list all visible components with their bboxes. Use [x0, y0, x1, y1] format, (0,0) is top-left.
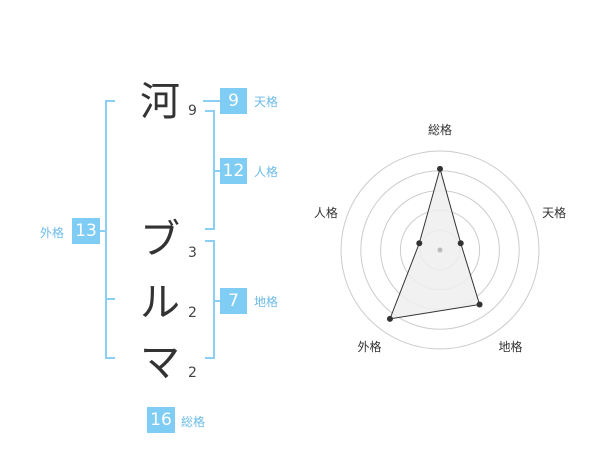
gaikaku-bracket-mid: [105, 298, 115, 300]
radar-point-2: [476, 301, 483, 308]
radar-area: [389, 166, 481, 320]
stroke-count-2: 3: [188, 245, 197, 261]
chikaku-label: 地格: [254, 295, 279, 309]
radar-axis-label-4: 人格: [314, 205, 338, 220]
radar-ring-5: [340, 150, 540, 350]
radar-axis-label-3: 外格: [357, 339, 381, 354]
stroke-count-1: 9: [188, 103, 197, 119]
name-char-1: 河: [140, 79, 180, 125]
jinkaku-value: 12: [220, 158, 247, 184]
radar-point-1: [457, 240, 464, 247]
jinkaku-bracket-top: [205, 110, 215, 112]
chikaku-bracket-vertical: [213, 240, 215, 359]
stroke-count-4: 2: [188, 365, 197, 381]
radar-center: [437, 247, 443, 253]
gaikaku-bracket-connector: [100, 230, 106, 232]
tenkaku-value: 9: [220, 88, 247, 114]
chikaku-bracket-top: [205, 240, 215, 242]
name-char-3: ル: [140, 280, 180, 326]
chikaku-value: 7: [220, 288, 247, 314]
radar-axis-label-0: 総格: [428, 122, 452, 137]
jinkaku-connector: [213, 170, 221, 172]
tenkaku-label: 天格: [254, 95, 279, 109]
chikaku-connector: [213, 300, 221, 302]
chikaku-bracket-bottom: [205, 357, 215, 359]
tenkaku-connector: [203, 100, 220, 102]
name-char-4: マ: [140, 340, 180, 386]
name-char-2: ブ: [140, 217, 180, 263]
gaikaku-value: 13: [72, 218, 100, 244]
gaikaku-bracket-top: [105, 100, 115, 102]
radar-point-0: [437, 165, 443, 172]
jinkaku-label: 人格: [254, 165, 279, 179]
jinkaku-bracket-bottom: [205, 228, 215, 230]
radar-axis-label-2: 地格: [499, 339, 523, 354]
stroke-count-3: 2: [188, 305, 197, 321]
soukaku-label: 総格: [181, 415, 206, 429]
gaikaku-bracket-vertical: [105, 100, 107, 359]
gaikaku-bracket-bottom: [105, 357, 115, 359]
gaikaku-label: 外格: [40, 226, 65, 240]
radar-point-4: [416, 240, 423, 247]
radar-point-3: [386, 315, 393, 322]
radar-axis-label-1: 天格: [542, 205, 566, 220]
radar-points: [386, 165, 483, 322]
soukaku-value: 16: [147, 407, 175, 433]
